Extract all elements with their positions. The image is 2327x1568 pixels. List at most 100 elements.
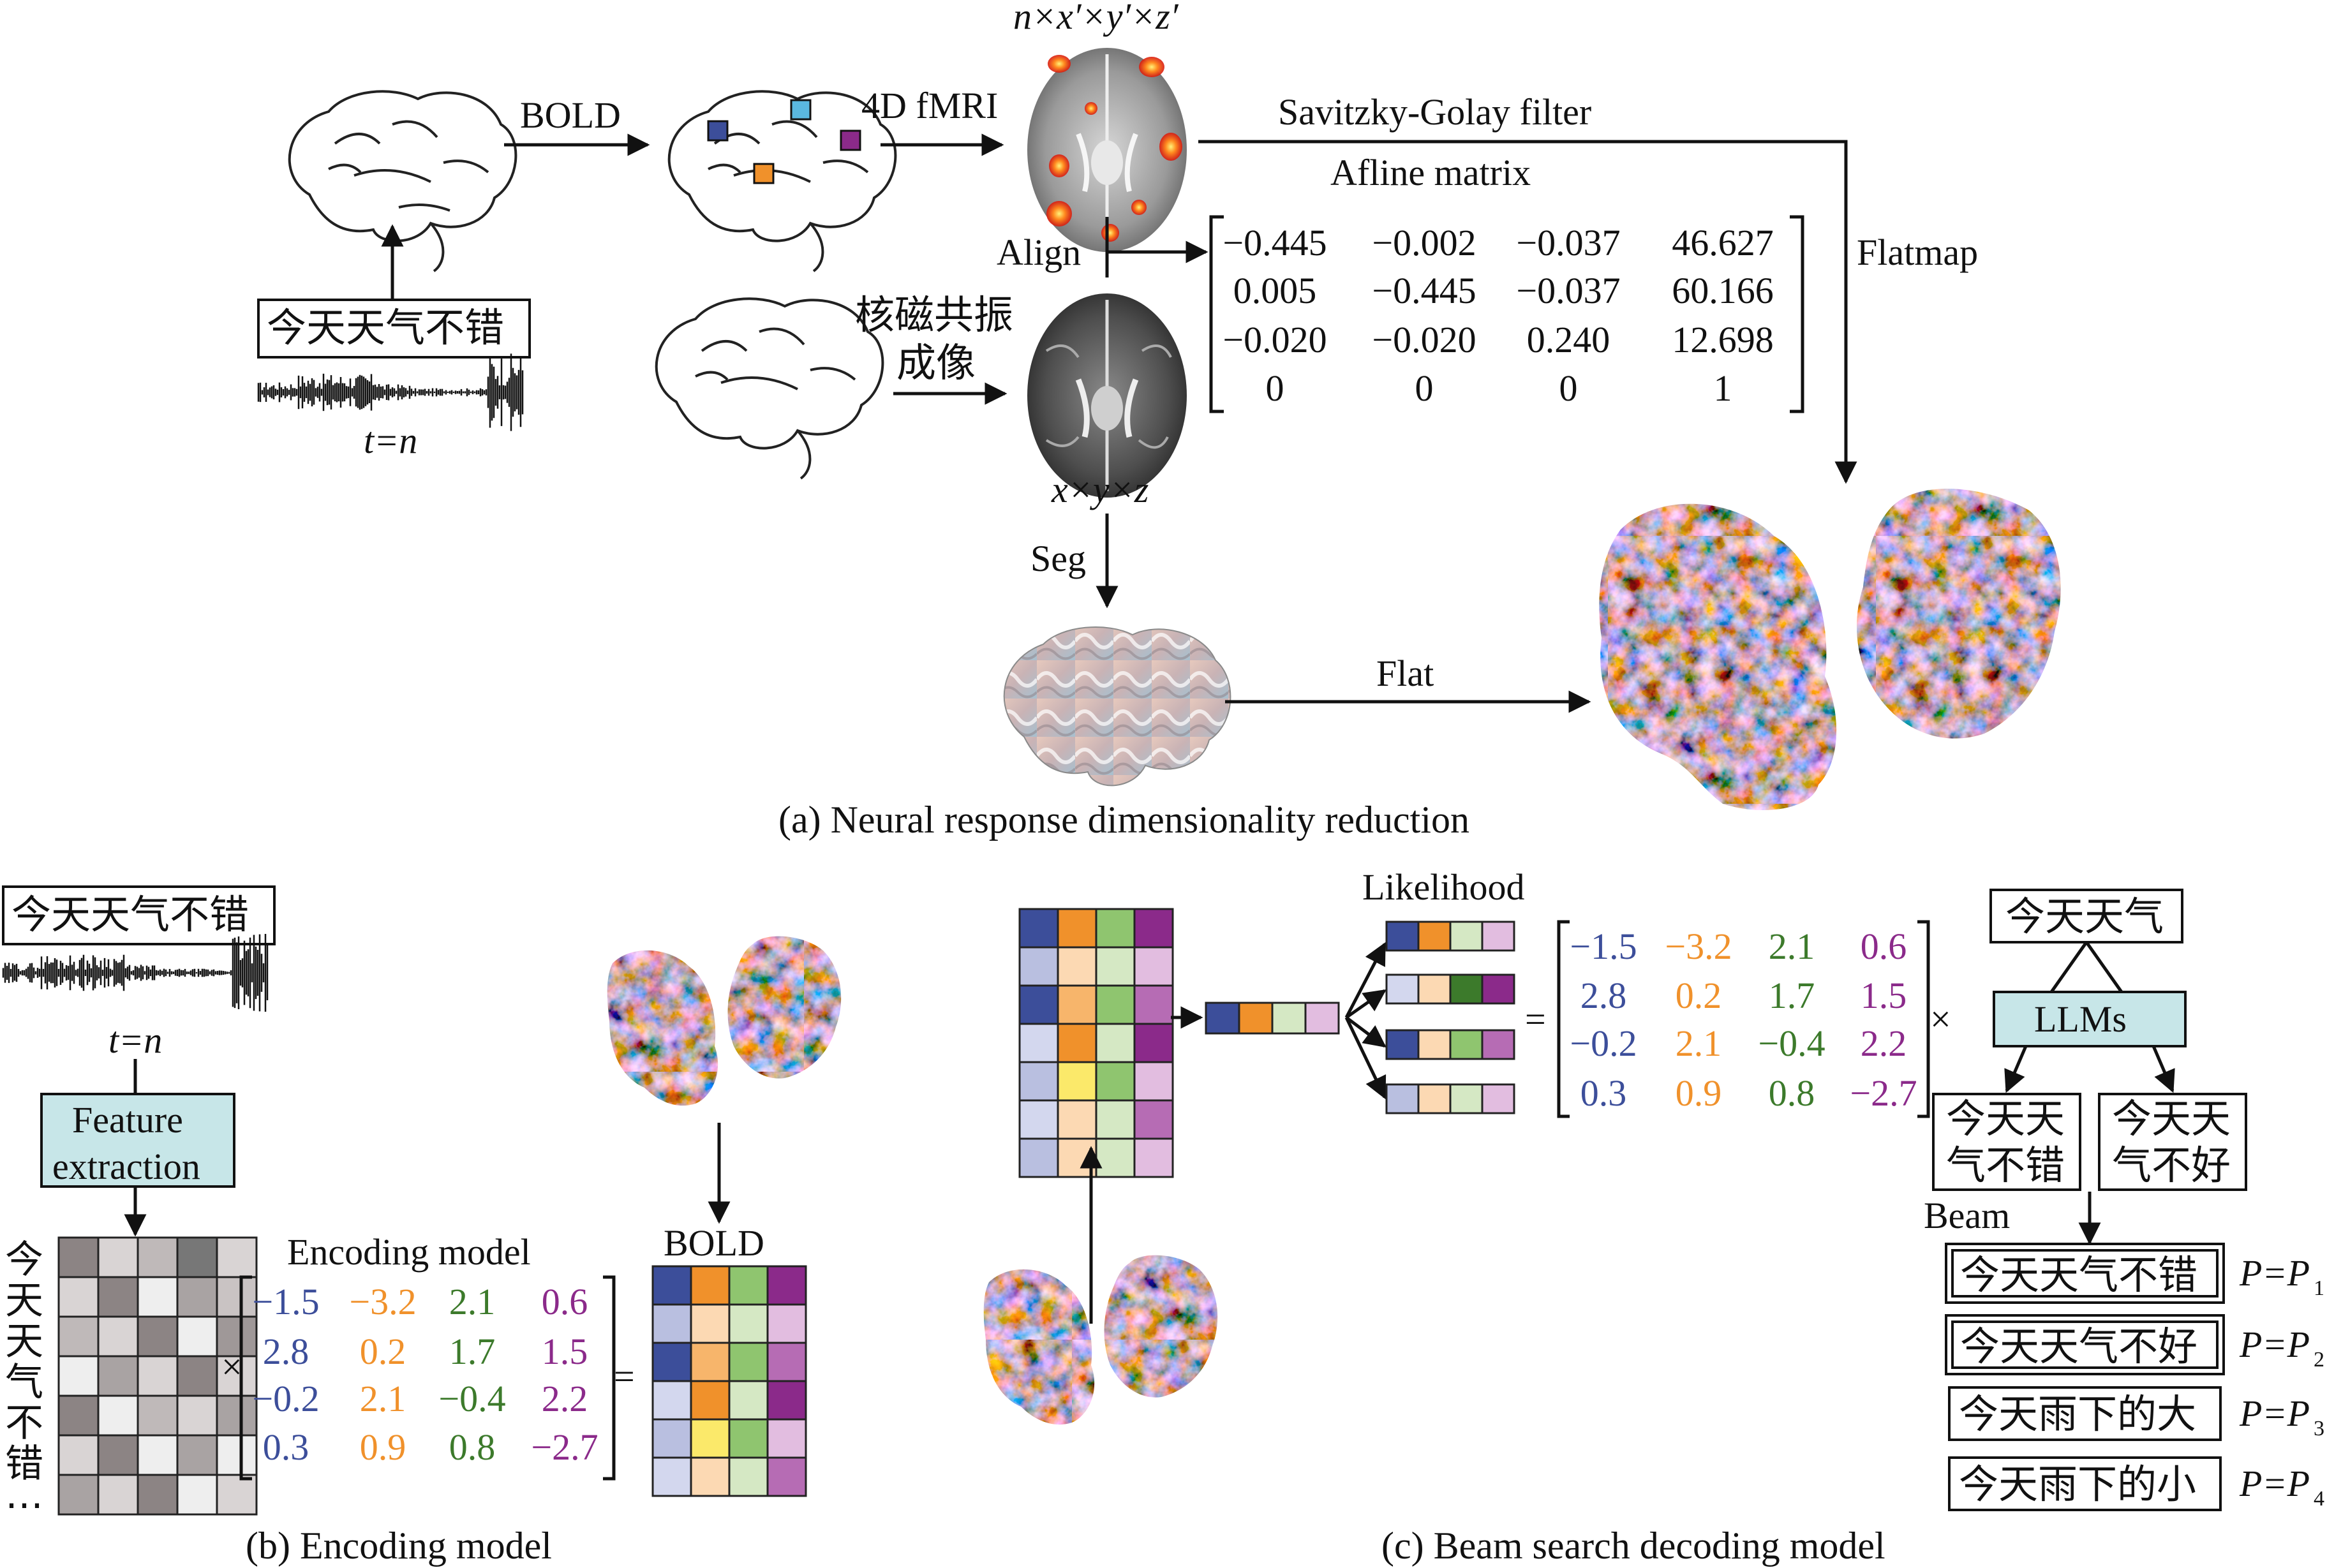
affine-cell: −0.037 (1516, 222, 1620, 263)
affine-cell: −0.020 (1372, 319, 1476, 360)
bold-cell (1018, 1023, 1059, 1063)
affine-cell: −0.037 (1516, 270, 1620, 311)
panel-b: 今天天气不错 t=n Feature extraction 今天天气不错⋯ × … (2, 885, 842, 1567)
likelihood-vectors (1385, 921, 1515, 1114)
matrix-cell: 0.9 (360, 1426, 406, 1468)
feature-cell (97, 1394, 139, 1437)
cand1-line1: 今天天 (1946, 1095, 2065, 1142)
t-label-a: t=n (364, 420, 417, 461)
affine-label: Afline matrix (1330, 152, 1531, 193)
likelihood-cell (1481, 1083, 1515, 1114)
beam-text-2: 今天天气不好 (1960, 1323, 2197, 1370)
feature-line1: Feature (72, 1099, 183, 1141)
vertical-char: ⋯ (5, 1483, 43, 1527)
beam-sub-2: 2 (2314, 1348, 2324, 1372)
tree-line-right (2085, 941, 2123, 993)
cortical-surface-icon (1003, 626, 1231, 787)
sg-filter-label: Savitzky-Golay filter (1278, 91, 1591, 133)
bold-cell (1133, 946, 1174, 987)
bold-cell (728, 1418, 769, 1459)
matrix-cell: −3.2 (349, 1281, 416, 1322)
tree-line-left (2049, 941, 2088, 993)
matrix-cell: 2.1 (360, 1378, 406, 1419)
fmri-slice-icon (1027, 48, 1187, 252)
bold-cell (1057, 946, 1097, 987)
bold-cell (728, 1456, 769, 1497)
bold-cell (651, 1342, 692, 1382)
vector-cell (1205, 1002, 1240, 1035)
mri-label-line1: 核磁共振 (855, 292, 1013, 338)
feature-cell (216, 1315, 258, 1357)
feature-vector (1205, 1002, 1340, 1035)
bold-cell (1095, 946, 1136, 987)
equals-c: = (1525, 998, 1546, 1040)
feature-matrix (57, 1236, 258, 1516)
matrix-cell: −0.2 (252, 1378, 319, 1419)
brain-roi-icon (667, 90, 897, 272)
cand2-line2: 气不好 (2112, 1142, 2231, 1188)
vertical-characters: 今天天气不错⋯ (5, 1238, 43, 1527)
llm-box (1993, 991, 2187, 1047)
vertical-char: 错 (5, 1442, 43, 1486)
matrix-cell: 0.8 (1769, 1072, 1815, 1114)
fmri-dims: n×x′×y′×z′ (1013, 0, 1179, 37)
affine-cell: 0.240 (1527, 319, 1610, 360)
matrix-cell: 0.2 (360, 1331, 406, 1372)
bold-cell (690, 1418, 731, 1459)
bold-cell (1133, 984, 1174, 1025)
matrix-cell: 0.3 (1580, 1072, 1627, 1114)
vertical-char: 天 (5, 1319, 43, 1364)
feature-cell (97, 1434, 139, 1476)
beam-p-4: P=P (2239, 1463, 2310, 1504)
affine-cell: −0.445 (1372, 270, 1476, 311)
bold-cell (1018, 946, 1059, 987)
bold-cell (1018, 984, 1059, 1025)
times-c: × (1930, 998, 1951, 1040)
bold-cell (1057, 1023, 1097, 1063)
feature-cell (57, 1236, 100, 1278)
bold-label: BOLD (520, 94, 621, 136)
affine-cell: 46.627 (1672, 222, 1774, 263)
feature-cell (57, 1276, 100, 1318)
bold-cell (690, 1456, 731, 1497)
flat-label: Flat (1376, 653, 1434, 694)
caption-a: (a) Neural response dimensionality reduc… (778, 799, 1469, 841)
encoding-title: Encoding model (287, 1231, 531, 1273)
anatomical-slice-icon (1027, 293, 1187, 498)
beam-result-4: 今天雨下的小 P=P 4 (1948, 1456, 2324, 1511)
vertical-char: 天 (5, 1278, 43, 1323)
feature-cell (97, 1236, 139, 1278)
bold-cell (728, 1342, 769, 1382)
likelihood-cell (1385, 973, 1420, 1005)
fmri-label: 4D fMRI (861, 85, 998, 126)
feature-cell (176, 1276, 218, 1318)
bold-cell (1095, 1099, 1136, 1140)
bold-cell (690, 1342, 731, 1382)
vertical-char: 气 (5, 1360, 43, 1405)
bold-cell (766, 1342, 807, 1382)
arrow-flatmap (1198, 140, 1857, 484)
bold-cell (1095, 984, 1136, 1025)
feature-cell (137, 1434, 179, 1476)
audio-waveform-icon (257, 353, 524, 431)
vertical-char: 今 (5, 1238, 43, 1282)
likelihood-cell (1449, 1083, 1483, 1114)
beam-sub-4: 4 (2314, 1487, 2324, 1511)
bold-cell (651, 1418, 692, 1459)
feature-cell (57, 1394, 100, 1437)
feature-cell (57, 1434, 100, 1476)
arrow-cand-1 (2004, 1046, 2028, 1093)
equals-b: = (614, 1356, 635, 1397)
matrix-cell: −1.5 (252, 1281, 319, 1322)
feature-cell (137, 1394, 179, 1437)
likelihood-cell (1417, 1083, 1452, 1114)
feature-cell (137, 1236, 179, 1278)
feature-cell (176, 1315, 218, 1357)
audio-waveform-icon (2, 933, 269, 1012)
beam-p-3: P=P (2239, 1393, 2310, 1434)
vector-cell (1304, 1002, 1340, 1035)
feature-cell (216, 1474, 258, 1516)
